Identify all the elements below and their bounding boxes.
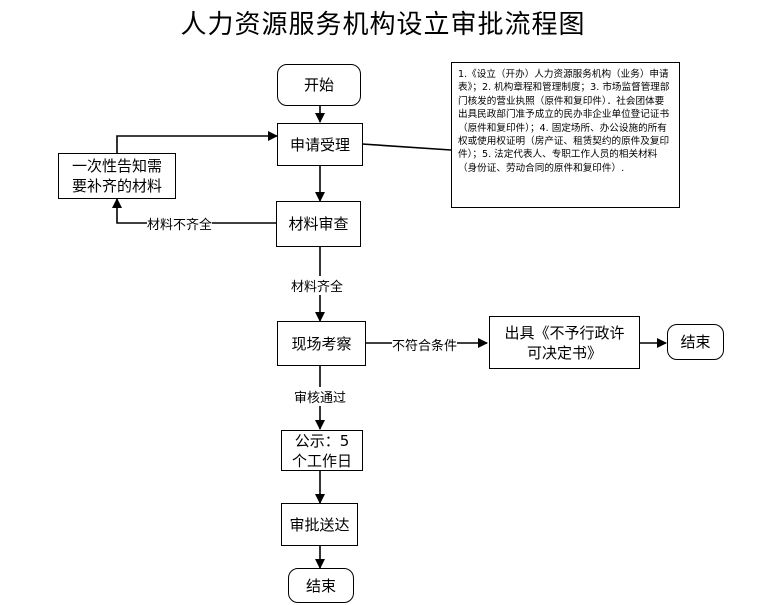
reject-node: 出具《不予行政许可决定书》 — [489, 316, 640, 369]
end-node: 结束 — [288, 568, 354, 603]
apply-node: 申请受理 — [277, 123, 363, 166]
approve-node: 审批送达 — [281, 503, 358, 546]
publicity-node: 公示：5个工作日 — [281, 430, 363, 471]
arrow-review-to-supplement — [112, 198, 276, 224]
edge-label-incomplete: 材料不齐全 — [147, 214, 213, 233]
inspect-node: 现场考察 — [277, 321, 366, 366]
required-materials-note: 1.《设立（开办）人力资源服务机构（业务）申请表》；2. 机构章程和管理制度；3… — [451, 62, 680, 208]
reject-end-node: 结束 — [667, 324, 724, 360]
note-connector — [361, 143, 452, 151]
edge-label-not-qualified: 不符合条件 — [392, 335, 458, 354]
edge-label-passed: 审核通过 — [294, 387, 347, 406]
page-title: 人力资源服务机构设立审批流程图 — [180, 10, 586, 40]
edge-label-complete: 材料齐全 — [291, 276, 344, 295]
review-node: 材料审查 — [276, 201, 361, 247]
arrow-supplement-to-apply — [116, 131, 278, 153]
supplement-node: 一次性告知需要补齐的材料 — [58, 153, 176, 199]
start-node: 开始 — [277, 64, 361, 106]
